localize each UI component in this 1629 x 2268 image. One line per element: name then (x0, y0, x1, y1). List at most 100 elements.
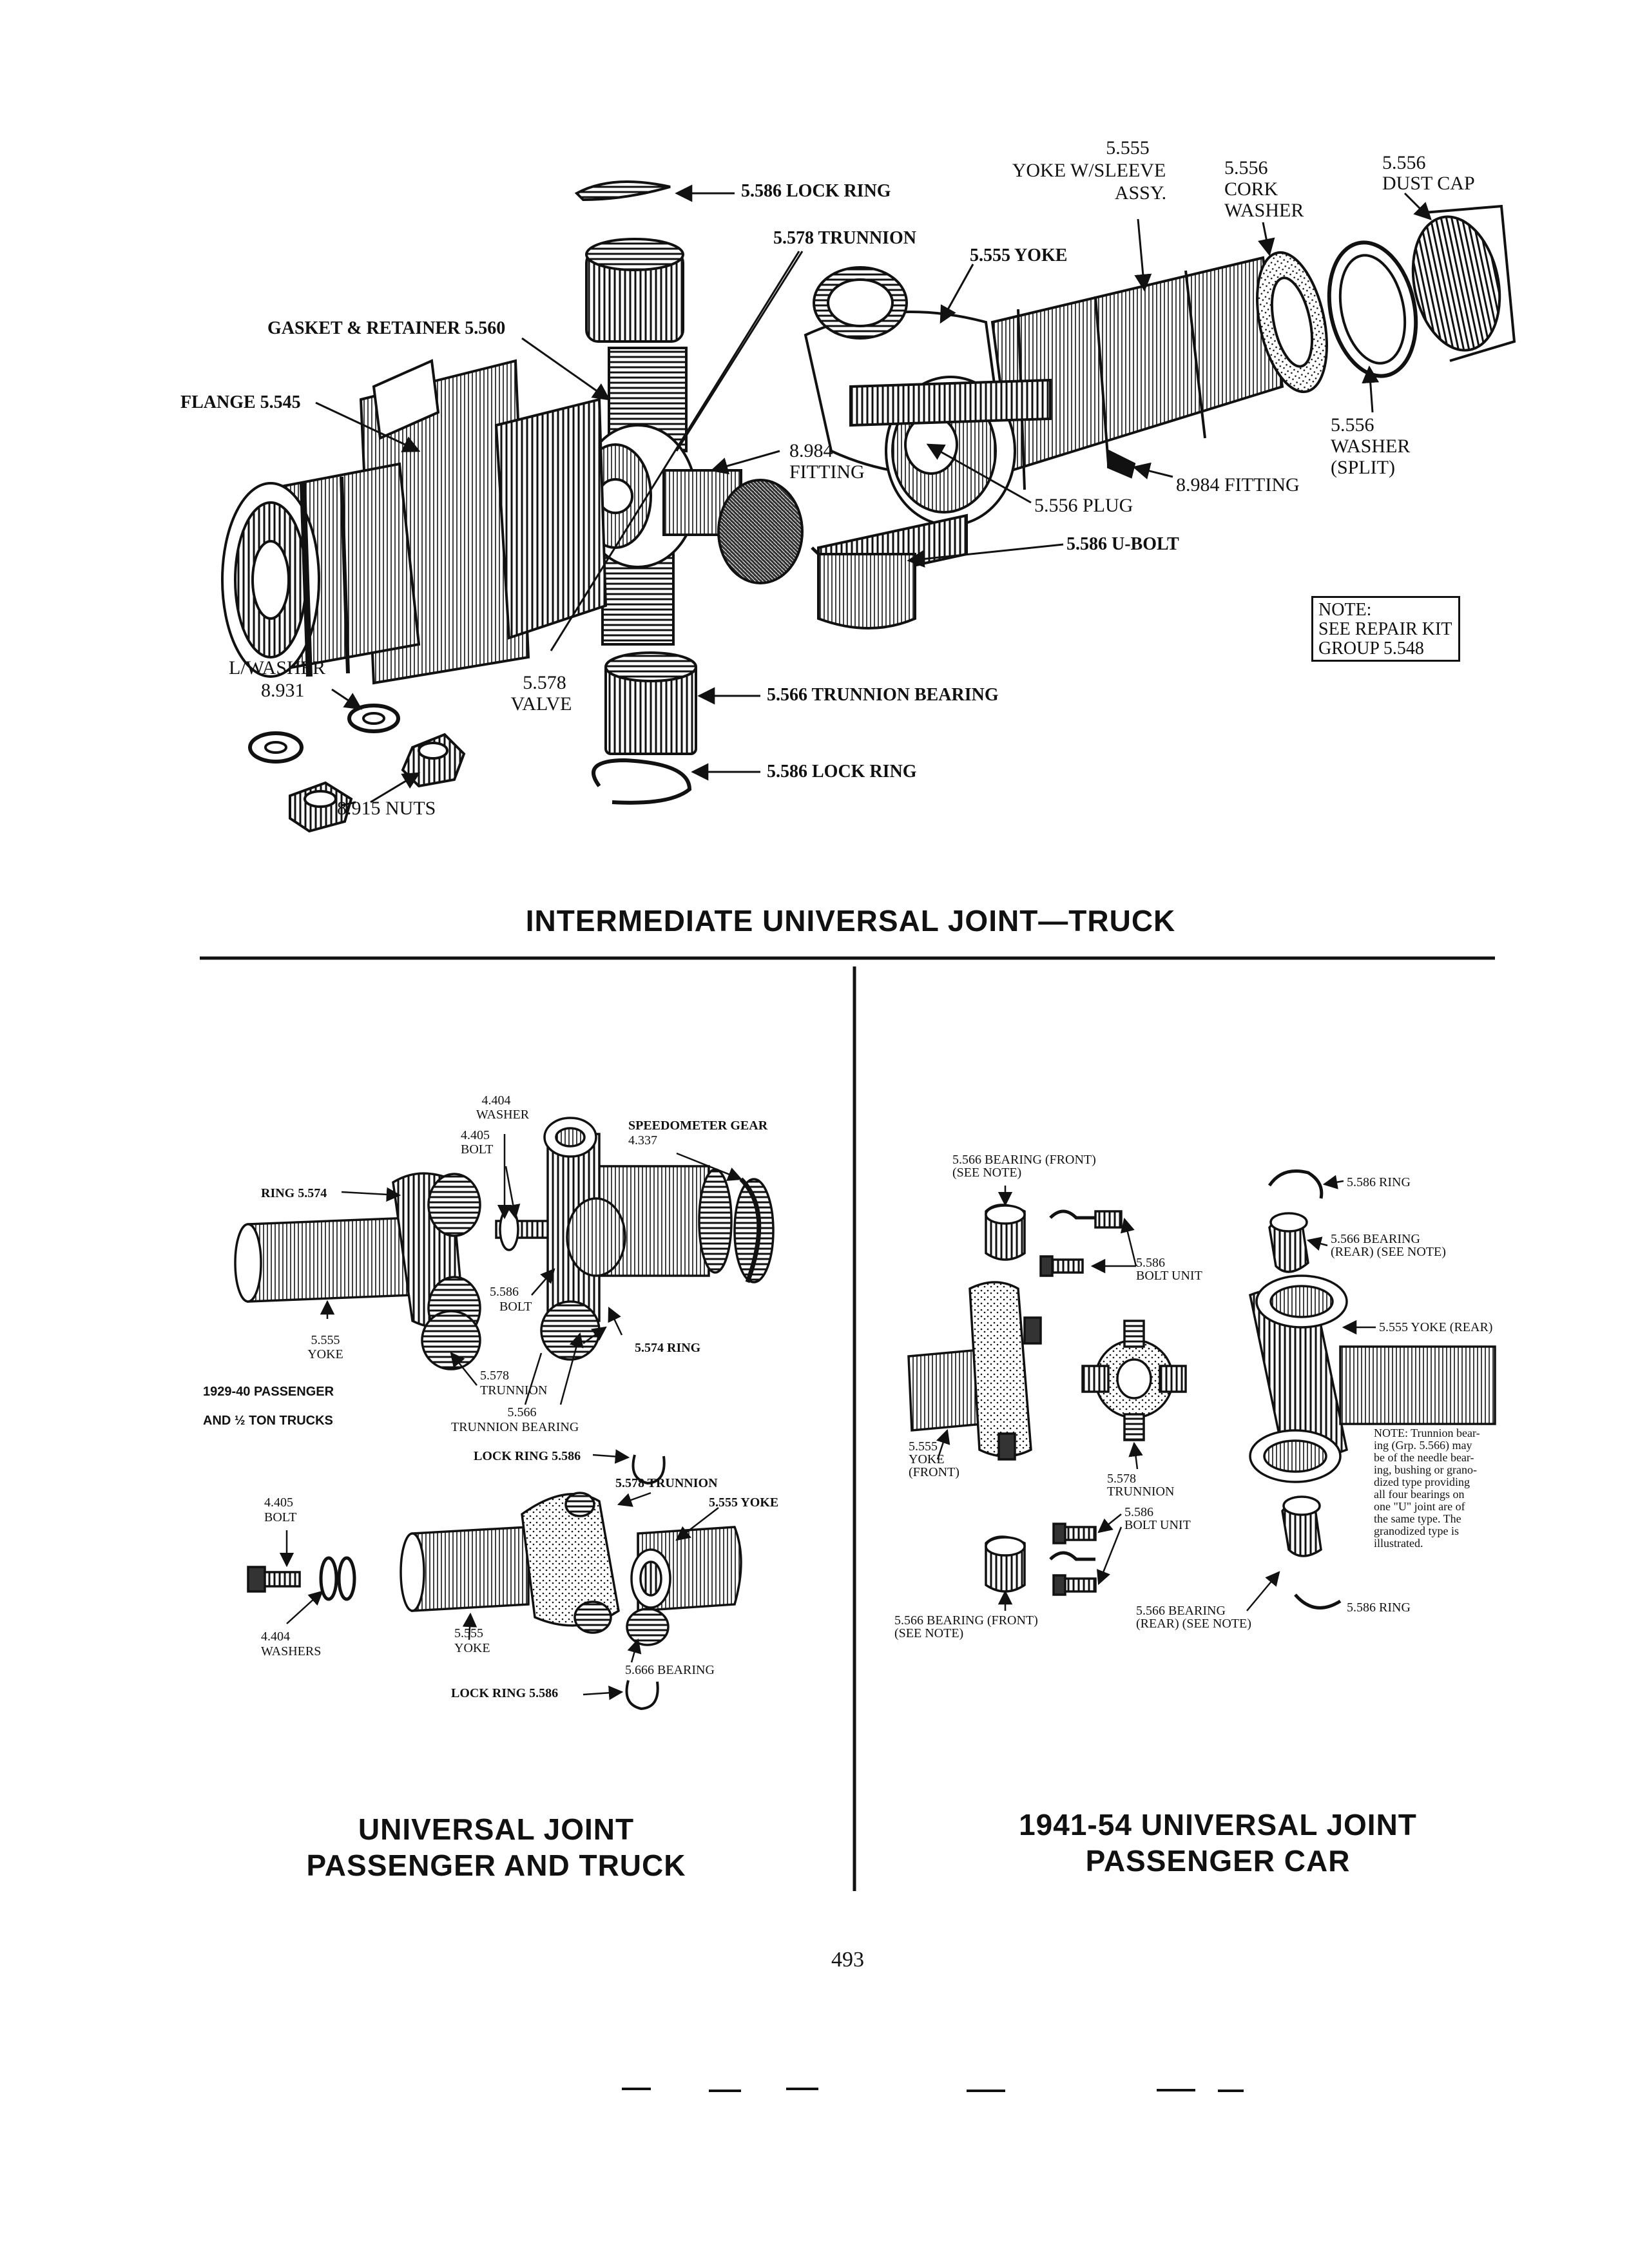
label-ring-bottom: 5.586 RING (1347, 1600, 1411, 1615)
label-yoke-1: 5.555 (311, 1333, 340, 1347)
label-bearing-rear2-1: 5.566 BEARING (1136, 1604, 1226, 1618)
label-yoke-sleeve-3: ASSY. (1114, 182, 1167, 204)
note-line: ing, bushing or grano- (1374, 1463, 1477, 1476)
caption-left-1: UNIVERSAL JOINT (358, 1812, 635, 1846)
right-leader-lines (936, 1175, 1376, 1611)
page-number: 493 (831, 1948, 864, 1972)
caption-right-1: 1941-54 UNIVERSAL JOINT (1019, 1808, 1417, 1841)
label-yoke-sleeve-1: 5.555 (1106, 137, 1150, 159)
label-washer-split-1: 5.556 (1331, 414, 1374, 436)
label-bearing-front2-1: 5.566 BEARING (FRONT) (894, 1613, 1038, 1628)
label-yoke-2: YOKE (307, 1347, 343, 1361)
label-tbearing-1: 5.566 (507, 1405, 537, 1419)
label-lock-ring-a: LOCK RING 5.586 (474, 1449, 581, 1463)
label-valve-1: 5.578 (523, 672, 566, 693)
label-washer-split-2: WASHER (1331, 436, 1411, 457)
label-yoke-sleeve-2: YOKE W/SLEEVE (1012, 160, 1166, 181)
note-line: dized type providing (1374, 1475, 1470, 1488)
caption-left-2: PASSENGER AND TRUCK (306, 1849, 686, 1882)
note-line: ing (Grp. 5.566) may (1374, 1439, 1472, 1452)
scan-marks (622, 2088, 1244, 2092)
label-lwasher-2: 8.931 (261, 680, 305, 701)
note-line: NOTE: (1318, 600, 1372, 620)
note-line: illustrated. (1374, 1537, 1423, 1550)
label-yoke3-1: 5.555 (454, 1626, 483, 1640)
label-yoke: 5.555 YOKE (970, 245, 1068, 265)
label-speedometer-2: 4.337 (628, 1133, 657, 1148)
left-leader-lines (279, 1134, 743, 1700)
label-cork-3: WASHER (1224, 200, 1304, 221)
label-trunnion-2: TRUNNION (480, 1383, 548, 1398)
label-trunnion-r-2: TRUNNION (1107, 1485, 1175, 1499)
label-bolt-1: 4.405 (461, 1128, 490, 1142)
label-washers-2: WASHERS (261, 1644, 322, 1658)
label-years-1: 1929-40 PASSENGER (203, 1385, 334, 1399)
label-speedometer-1: SPEEDOMETER GEAR (628, 1119, 768, 1133)
label-washer-1: 4.404 (481, 1093, 511, 1108)
note-line: all four bearings on (1374, 1488, 1465, 1501)
label-lock-ring-bottom: 5.586 LOCK RING (767, 762, 917, 782)
label-bolt-unit-2: BOLT UNIT (1136, 1269, 1202, 1283)
label-bolt-unit2-1: 5.586 (1124, 1505, 1153, 1519)
label-bearing-front2-2: (SEE NOTE) (894, 1626, 964, 1640)
note-line: GROUP 5.548 (1318, 639, 1424, 658)
label-flange: FLANGE 5.545 (180, 392, 301, 412)
label-bolt2-1: 4.405 (264, 1495, 293, 1510)
label-trunnion2: 5.578 TRUNNION (615, 1476, 718, 1490)
label-lock-ring-b: LOCK RING 5.586 (451, 1686, 559, 1700)
label-trunnion-1: 5.578 (480, 1369, 509, 1383)
label-bearing: 5.666 BEARING (625, 1663, 715, 1677)
label-lock-ring-top: 5.586 LOCK RING (741, 181, 891, 201)
label-ring-574: RING 5.574 (261, 1186, 327, 1200)
label-yoke-front-2: YOKE (909, 1452, 945, 1466)
label-bearing-rear-2: (REAR) (SEE NOTE) (1331, 1245, 1446, 1259)
label-plug: 5.556 PLUG (1034, 495, 1133, 516)
repair-kit-note: NOTE: SEE REPAIR KIT GROUP 5.548 (1311, 596, 1461, 662)
label-cork-2: CORK (1224, 178, 1278, 200)
label-dust-1: 5.556 (1382, 152, 1426, 173)
label-trunnion: 5.578 TRUNNION (773, 228, 916, 248)
title-intermediate-joint: INTERMEDIATE UNIVERSAL JOINT—TRUCK (525, 904, 1176, 937)
note-line: SEE REPAIR KIT (1318, 619, 1452, 639)
label-fitting-mid-2: FITTING (789, 461, 865, 483)
label-bolt-unit-1: 5.586 (1136, 1256, 1165, 1270)
left-joint-drawing (234, 1117, 775, 1711)
note-line: granodized type is (1374, 1524, 1459, 1537)
label-fitting-mid-1: 8.984 (789, 440, 833, 461)
caption-right-2: PASSENGER CAR (1085, 1844, 1351, 1878)
label-ring-5574: 5.574 RING (635, 1341, 701, 1355)
label-washers-1: 4.404 (261, 1629, 290, 1644)
label-fitting-right: 8.984 FITTING (1176, 474, 1300, 495)
label-gasket-retainer: GASKET & RETAINER 5.560 (267, 318, 506, 338)
label-bearing-front-2: (SEE NOTE) (952, 1166, 1022, 1180)
label-nuts: 8.915 NUTS (337, 798, 436, 819)
label-bolt2-2: BOLT (264, 1510, 297, 1524)
label-bearing-front-1: 5.566 BEARING (FRONT) (952, 1153, 1096, 1167)
bearing-type-note: NOTE: Trunnion bear- ing (Grp. 5.566) ma… (1374, 1427, 1480, 1550)
top-leader-lines (315, 184, 1432, 807)
label-yoke-front-1: 5.555 (909, 1439, 938, 1454)
label-yoke2: 5.555 YOKE (709, 1495, 779, 1510)
label-washer-split-3: (SPLIT) (1331, 457, 1395, 478)
label-bearing-rear2-2: (REAR) (SEE NOTE) (1136, 1617, 1251, 1631)
label-cork-1: 5.556 (1224, 157, 1268, 178)
intermediate-joint-drawing (221, 180, 1516, 833)
label-valve-2: VALVE (510, 693, 572, 715)
label-bolt586-1: 5.586 (490, 1285, 519, 1299)
label-washer-2: WASHER (476, 1108, 530, 1122)
note-line: one "U" joint are of (1374, 1500, 1465, 1513)
label-years-2: AND ½ TON TRUCKS (203, 1414, 333, 1428)
label-bolt-unit2-2: BOLT UNIT (1124, 1518, 1191, 1532)
label-bolt586-2: BOLT (499, 1300, 532, 1314)
label-bolt-2: BOLT (461, 1142, 494, 1157)
note-line: NOTE: Trunnion bear- (1374, 1427, 1480, 1439)
label-trunnion-r-1: 5.578 (1107, 1472, 1136, 1486)
right-joint-drawing (907, 1169, 1496, 1610)
label-yoke3-2: YOKE (454, 1641, 490, 1655)
label-dust-2: DUST CAP (1382, 173, 1475, 194)
label-trunnion-bearing: 5.566 TRUNNION BEARING (767, 685, 999, 705)
label-u-bolt: 5.586 U-BOLT (1066, 534, 1179, 554)
label-lwasher-1: L/WASHER (229, 657, 325, 678)
label-ring-top: 5.586 RING (1347, 1175, 1411, 1189)
